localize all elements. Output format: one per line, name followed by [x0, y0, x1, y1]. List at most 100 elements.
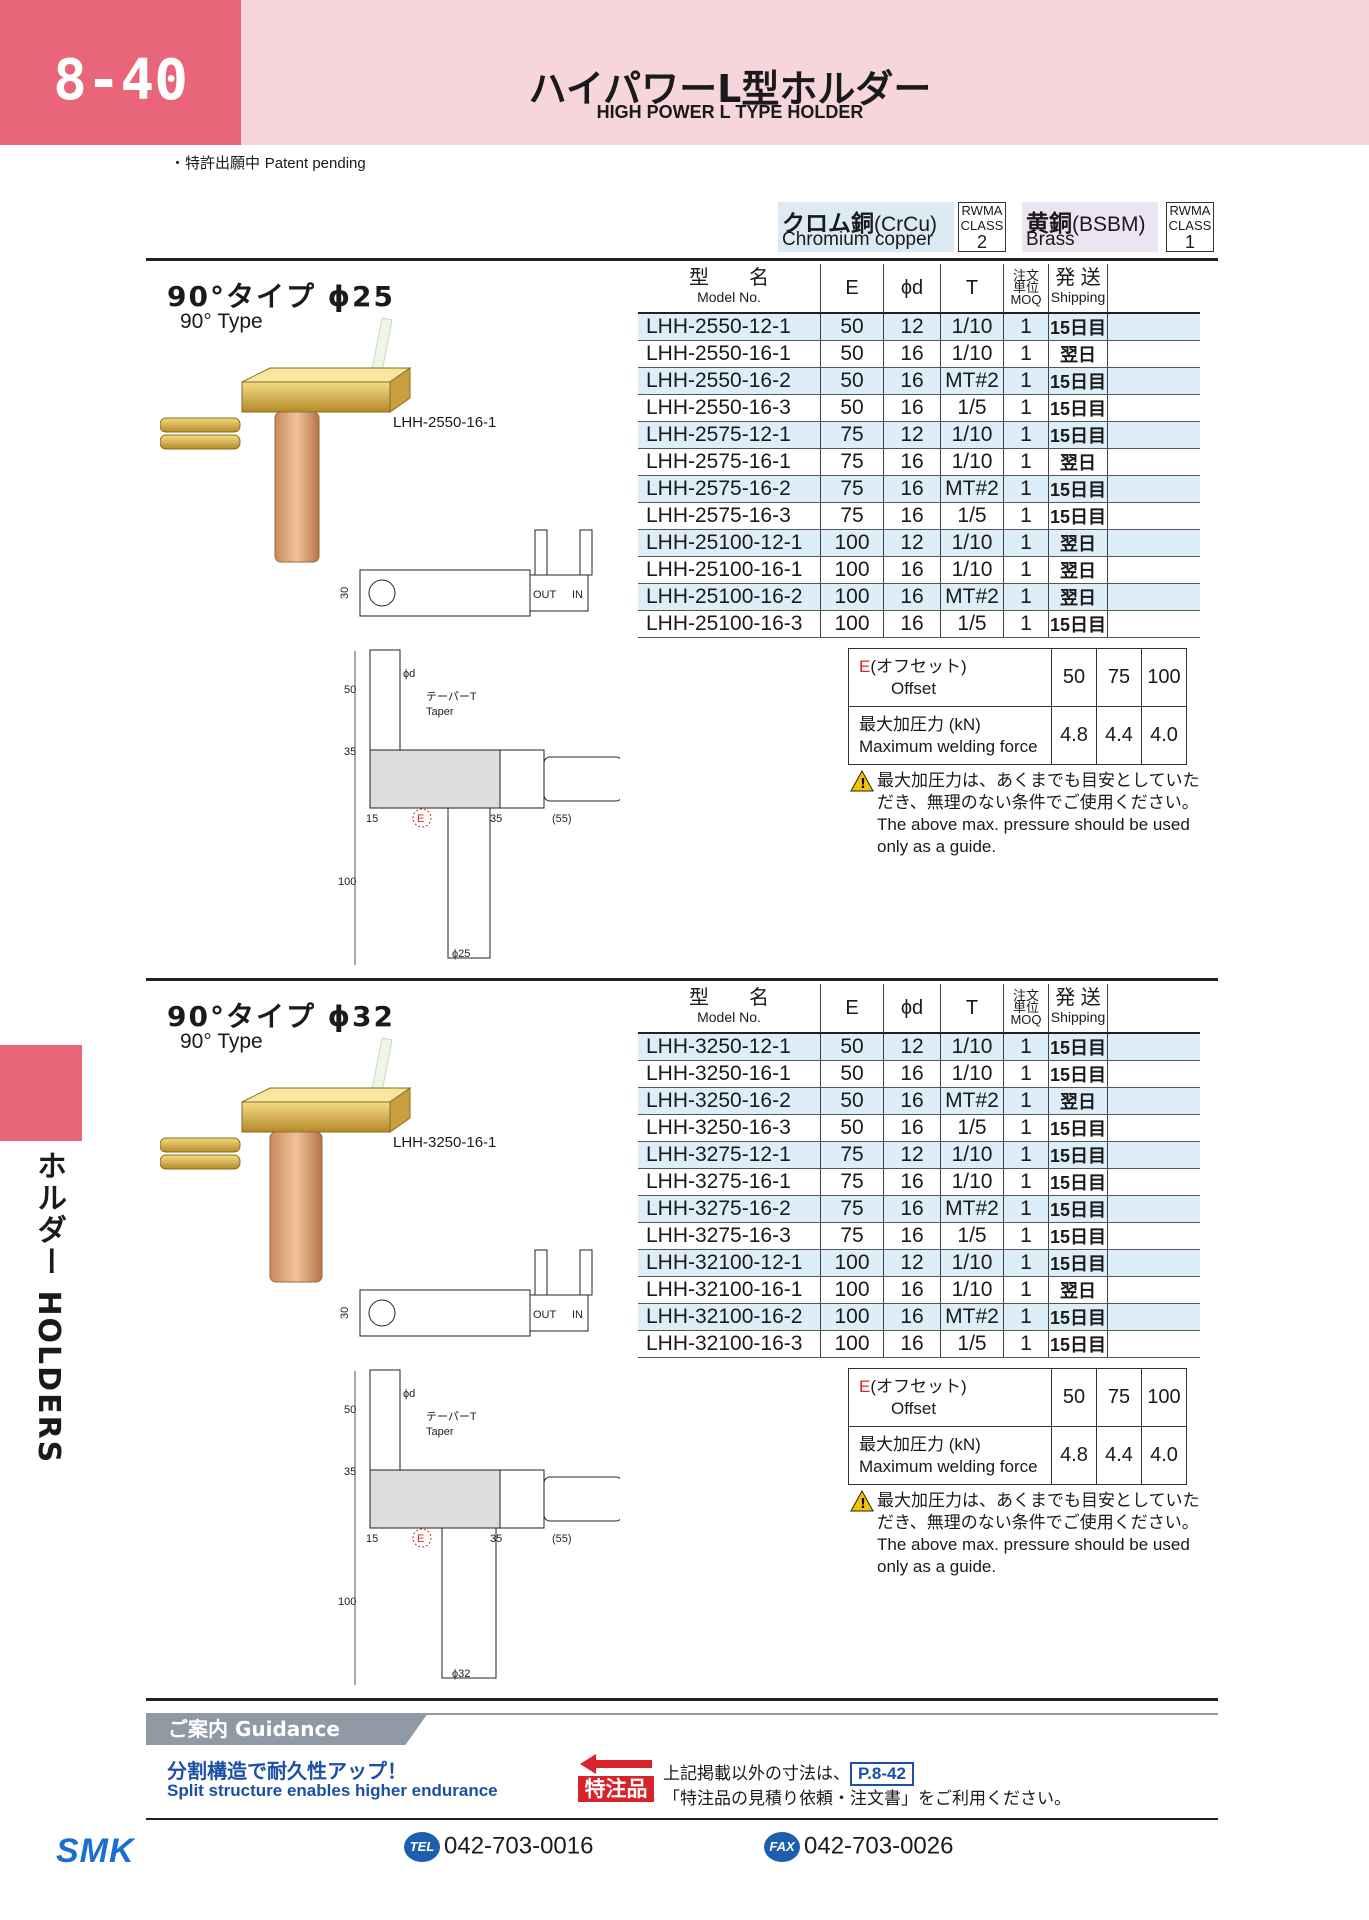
t-cell: 1/10: [940, 1249, 1004, 1277]
section-1-offset-table: E(オフセット) Offset 50 75 100 最大加圧力 (kN)Maxi…: [848, 648, 1187, 765]
e-cell: 75: [820, 421, 884, 449]
d-cell: 12: [883, 1249, 941, 1277]
e-cell: 50: [820, 1033, 884, 1061]
e-cell: 50: [820, 1087, 884, 1115]
moq-cell: 1: [1003, 394, 1049, 422]
tel-number[interactable]: 042-703-0016: [444, 1832, 594, 1860]
model-cell: LHH-25100-12-1: [638, 529, 821, 557]
force-100: 4.0: [1141, 1426, 1187, 1485]
offset-label: E(オフセット) Offset: [848, 1368, 1052, 1427]
shipping-cell: 翌日: [1048, 556, 1108, 584]
offset-en: Offset: [891, 1398, 937, 1418]
th-t: T: [940, 264, 1004, 314]
moq-cell: 1: [1003, 1195, 1049, 1223]
d-cell: 16: [883, 583, 941, 611]
t-cell: 1/10: [940, 313, 1004, 341]
blank-cell: [1107, 367, 1200, 395]
shipping-cell: 15日目: [1048, 1249, 1108, 1277]
fax-number: 042-703-0026: [804, 1832, 954, 1860]
special-line-1: 上記掲載以外の寸法は、P.8-42: [663, 1759, 914, 1786]
rwma-label: RWMA: [1169, 203, 1211, 218]
note-en-2: only as a guide.: [877, 837, 997, 856]
t-cell: MT#2: [940, 1195, 1004, 1223]
moq-cell: 1: [1003, 1087, 1049, 1115]
model-cell: LHH-3250-16-1: [638, 1060, 821, 1088]
moq-cell: 1: [1003, 610, 1049, 638]
tel-icon: TEL: [404, 1832, 440, 1862]
d-cell: 16: [883, 1222, 941, 1250]
page-number: 8-40: [53, 48, 188, 113]
t-cell: 1/10: [940, 448, 1004, 476]
note-en-1: The above max. pressure should be used: [877, 1535, 1190, 1554]
t-cell: MT#2: [940, 1303, 1004, 1331]
bsbm-code: (BSBM): [1072, 213, 1146, 236]
note-jp-2: だき、無理のない条件でご使用ください。: [877, 793, 1199, 813]
shipping-cell: 15日目: [1048, 313, 1108, 341]
d-cell: 12: [883, 313, 941, 341]
page-reference-link[interactable]: P.8-42: [850, 1762, 914, 1786]
moq-cell: 1: [1003, 367, 1049, 395]
e-cell: 100: [820, 610, 884, 638]
t-cell: 1/5: [940, 610, 1004, 638]
moq-cell: 1: [1003, 448, 1049, 476]
dim-35: 35: [344, 746, 356, 758]
side-tab-label: ホルダー HOLDERS: [31, 1150, 66, 1465]
company-logo: SMK: [56, 1832, 135, 1870]
blank-cell: [1107, 1249, 1200, 1277]
dim-e: E: [417, 813, 424, 825]
th-moq-jp2: 単位: [1012, 280, 1039, 295]
section-2-dimension-drawing: 30 OUT IN ϕd テーパーT Taper 50 35 15 E 35 (…: [338, 1249, 620, 1685]
page-title-jp: ハイパワーL型ホルダー: [528, 67, 932, 111]
e-cell: 100: [820, 1249, 884, 1277]
moq-cell: 1: [1003, 475, 1049, 503]
blank-cell: [1107, 1303, 1200, 1331]
blank-cell: [1107, 556, 1200, 584]
offset-75: 75: [1096, 1368, 1142, 1427]
patent-en: Patent pending: [264, 155, 366, 172]
page-title-en: HIGH POWER L TYPE HOLDER: [596, 102, 864, 122]
shipping-cell: 15日目: [1048, 1303, 1108, 1331]
rwma-class-label: CLASS: [960, 218, 1004, 233]
th-blank: [1107, 984, 1200, 1034]
model-cell: LHH-32100-12-1: [638, 1249, 821, 1277]
th-moq-jp2: 単位: [1012, 1000, 1039, 1015]
blank-cell: [1107, 1087, 1200, 1115]
blank-cell: [1107, 475, 1200, 503]
t-cell: 1/10: [940, 529, 1004, 557]
dim-50: 50: [344, 684, 356, 696]
e-cell: 75: [820, 1222, 884, 1250]
model-cell: LHH-2575-16-2: [638, 475, 821, 503]
model-cell: LHH-2575-16-1: [638, 448, 821, 476]
dim-100: 100: [338, 876, 356, 888]
e-cell: 100: [820, 529, 884, 557]
t-cell: MT#2: [940, 1087, 1004, 1115]
shipping-cell: 15日目: [1048, 421, 1108, 449]
e-cell: 50: [820, 340, 884, 368]
th-t: T: [940, 984, 1004, 1034]
d-cell: 16: [883, 1330, 941, 1358]
section-2-rule: [146, 978, 1218, 981]
blank-cell: [1107, 529, 1200, 557]
e-cell: 75: [820, 448, 884, 476]
offset-50: 50: [1051, 1368, 1097, 1427]
rwma-class-number: 1: [1184, 232, 1195, 252]
d-cell: 16: [883, 448, 941, 476]
section-2-product-photo: [160, 1037, 412, 1283]
shipping-cell: 15日目: [1048, 1195, 1108, 1223]
e-cell: 75: [820, 1168, 884, 1196]
section-1-rule: [146, 258, 1218, 261]
e-symbol: E: [859, 1376, 871, 1396]
shipping-cell: 翌日: [1048, 583, 1108, 611]
t-cell: MT#2: [940, 475, 1004, 503]
crcu-code: (CrCu): [874, 213, 937, 236]
dim-15: 15: [366, 1533, 378, 1545]
offset-jp: (オフセット): [870, 1376, 967, 1396]
svg-text:!: !: [860, 777, 866, 792]
